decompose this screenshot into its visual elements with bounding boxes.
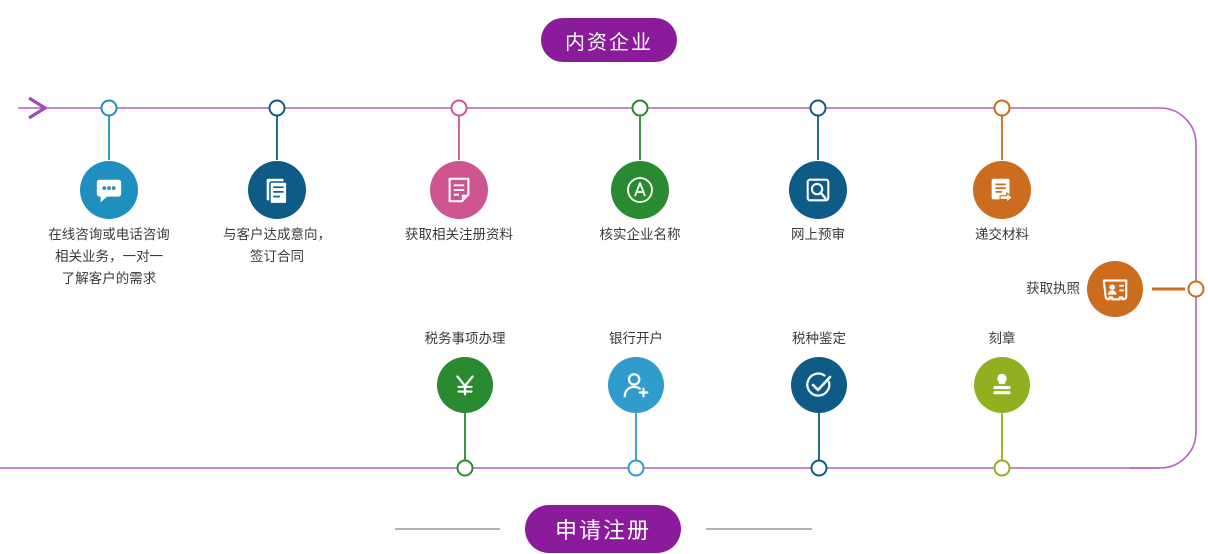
node-label-tax-type: 税种鉴定 bbox=[792, 331, 846, 346]
node-icon-get-license[interactable] bbox=[1087, 261, 1143, 317]
marker-tax-type bbox=[810, 459, 828, 477]
node-icon-online-review[interactable] bbox=[789, 161, 847, 219]
badge-apply-registration[interactable]: 申请注册 bbox=[525, 505, 681, 553]
letter-a-circle-icon bbox=[627, 177, 653, 203]
node-icon-contract[interactable] bbox=[248, 161, 306, 219]
node-label-submit-materials: 递交材料 bbox=[975, 227, 1029, 242]
node-label-materials: 获取相关注册资料 bbox=[405, 227, 513, 242]
check-circle-icon bbox=[806, 372, 832, 397]
search-document-icon bbox=[806, 178, 830, 202]
node-icon-tax-type[interactable] bbox=[791, 357, 847, 413]
node-icon-submit-materials[interactable] bbox=[973, 161, 1031, 219]
document-stack-icon bbox=[266, 178, 288, 205]
node-label-tax-affairs: 税务事项办理 bbox=[424, 331, 506, 346]
node-label-online-review: 网上预审 bbox=[791, 227, 845, 242]
marker-contract bbox=[268, 99, 286, 117]
note-page-icon bbox=[448, 177, 470, 203]
node-icon-materials[interactable] bbox=[430, 161, 488, 219]
node-icon-consult[interactable] bbox=[80, 161, 138, 219]
yuan-symbol-icon bbox=[456, 375, 474, 396]
marker-get-license bbox=[1187, 280, 1205, 298]
node-label-get-license: 获取执照 bbox=[1026, 281, 1080, 296]
marker-bank-account bbox=[627, 459, 645, 477]
node-icon-bank-account[interactable] bbox=[608, 357, 664, 413]
node-icon-seal-carving[interactable] bbox=[974, 357, 1030, 413]
node-icon-tax-affairs[interactable] bbox=[437, 357, 493, 413]
marker-consult bbox=[100, 99, 118, 117]
marker-materials bbox=[450, 99, 468, 117]
node-label-bank-account: 银行开户 bbox=[609, 331, 663, 346]
node-label-seal-carving: 刻章 bbox=[988, 331, 1016, 346]
user-plus-icon bbox=[623, 373, 649, 398]
marker-online-review bbox=[809, 99, 827, 117]
marker-submit-materials bbox=[993, 99, 1011, 117]
node-label-contract: 与客户达成意向， 签订合同 bbox=[223, 227, 331, 264]
document-arrow-icon bbox=[991, 178, 1013, 203]
node-label-consult: 在线咨询或电话咨询 相关业务，一对一 了解客户的需求 bbox=[48, 227, 170, 286]
stamp-icon bbox=[993, 373, 1011, 395]
node-icon-verify-name[interactable] bbox=[611, 161, 669, 219]
speech-bubble-icon bbox=[96, 179, 122, 203]
id-card-icon bbox=[1102, 279, 1128, 301]
node-label-verify-name: 核实企业名称 bbox=[599, 227, 681, 242]
marker-tax-affairs bbox=[456, 459, 474, 477]
marker-verify-name bbox=[631, 99, 649, 117]
badge-internal-enterprise[interactable]: 内资企业 bbox=[541, 18, 677, 62]
arrow-head-icon bbox=[28, 96, 49, 120]
marker-seal-carving bbox=[993, 459, 1011, 477]
